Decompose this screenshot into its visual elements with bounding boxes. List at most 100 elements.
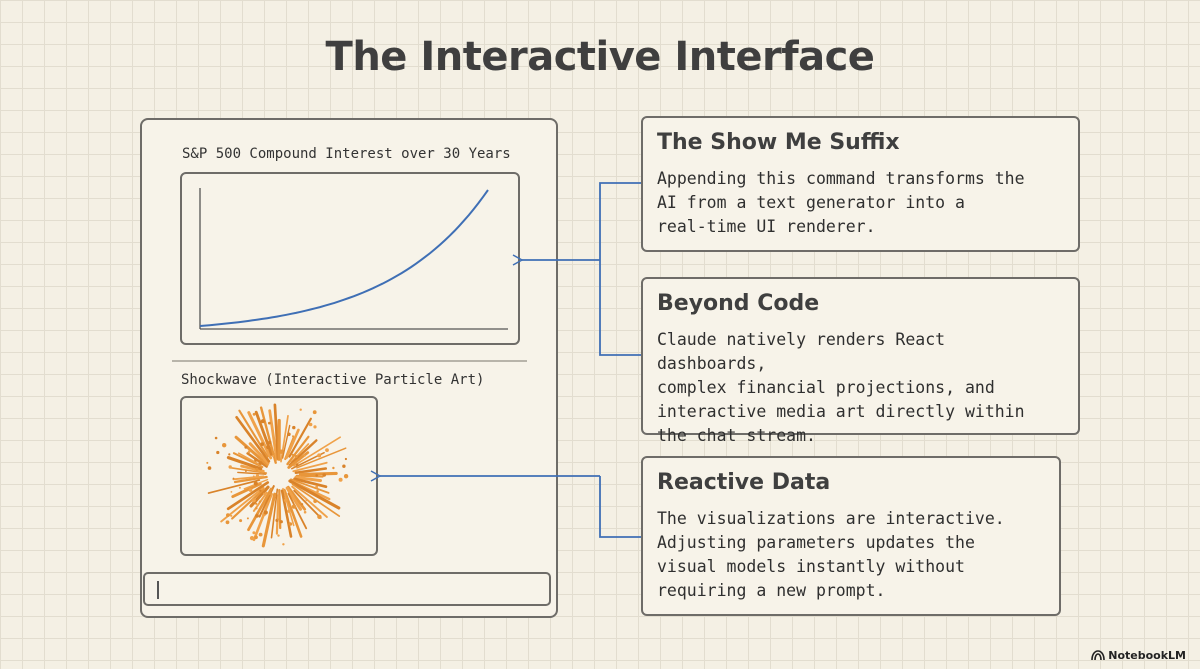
- particle-dot: [268, 440, 272, 445]
- particle-dot: [279, 449, 284, 454]
- panel-divider: [172, 360, 527, 362]
- particle-dot: [308, 422, 313, 427]
- particle-dot: [260, 419, 265, 424]
- particle-ray: [287, 492, 308, 530]
- particle-ray: [298, 471, 338, 476]
- particle-dot: [258, 500, 262, 503]
- particle-dot: [254, 535, 258, 540]
- particle-dot: [258, 532, 263, 537]
- card-heading: Reactive Data: [657, 470, 831, 495]
- particle-dot: [216, 450, 220, 455]
- particle-dot: [225, 520, 230, 525]
- particle-dot: [228, 453, 231, 456]
- connector-card2: [599, 260, 641, 356]
- particle-ray: [282, 487, 295, 527]
- particle-dot: [255, 513, 259, 518]
- particle-dot: [294, 455, 298, 458]
- particle-dot: [325, 448, 329, 452]
- particle-ray: [290, 478, 330, 494]
- particle-dot: [322, 473, 326, 477]
- card-body: Appending this command transforms the AI…: [657, 169, 1025, 236]
- particle-ray: [231, 482, 262, 499]
- particle-ray: [290, 443, 310, 464]
- particle-dot: [214, 436, 218, 440]
- particle-dot: [206, 461, 209, 464]
- particle-ray: [296, 447, 347, 469]
- particle-dot: [266, 445, 270, 449]
- card-body: The visualizations are interactive. Adju…: [657, 509, 1005, 600]
- particle-dot: [230, 514, 233, 517]
- particle-ray: [275, 494, 280, 535]
- particle-dot: [291, 504, 297, 509]
- particle-dot: [244, 445, 248, 449]
- particle-dot: [253, 481, 258, 486]
- particle-ray: [288, 417, 312, 458]
- chat-input[interactable]: [143, 572, 551, 606]
- particle-dot: [230, 491, 233, 493]
- particle-ray: [283, 488, 303, 538]
- particle-dot: [252, 531, 256, 535]
- branding[interactable]: NotebookLM: [1091, 649, 1186, 662]
- connector-card1: [599, 182, 641, 260]
- particle-ray: [249, 485, 270, 508]
- particle-dot: [299, 475, 302, 478]
- particle-ray: [288, 479, 341, 510]
- particle-dot: [232, 477, 235, 480]
- particle-ray: [233, 475, 268, 484]
- particle-dot: [277, 518, 279, 521]
- particle-ray: [232, 452, 264, 468]
- particle-ray: [270, 488, 279, 539]
- shockwave-particle-art[interactable]: [182, 398, 376, 554]
- card-reactive-data: Reactive Data The visualizations are int…: [641, 456, 1061, 616]
- particle-dot: [284, 498, 288, 503]
- particle-dot: [292, 435, 294, 438]
- particle-dot: [255, 502, 258, 505]
- particle-dot: [288, 522, 293, 526]
- card-body: Claude natively renders React dashboards…: [657, 330, 1025, 445]
- particle-dot: [277, 534, 280, 537]
- particle-dot: [287, 509, 291, 513]
- particle-dot: [252, 475, 255, 478]
- particle-dot: [312, 410, 317, 415]
- brand-name: NotebookLM: [1108, 649, 1186, 662]
- particle-dot: [228, 465, 232, 469]
- particle-ray: [288, 439, 318, 467]
- particle-dot: [249, 536, 255, 541]
- card-beyond-code: Beyond Code Claude natively renders Reac…: [641, 277, 1080, 445]
- connector-card3: [599, 476, 641, 538]
- art-label: Shockwave (Interactive Particle Art): [181, 372, 485, 388]
- particle-dot: [255, 474, 259, 478]
- particle-dot: [259, 489, 262, 492]
- notebooklm-logo-icon: [1091, 650, 1106, 661]
- particle-dot: [247, 450, 251, 453]
- particle-ray: [280, 414, 289, 463]
- particle-dot: [254, 458, 258, 462]
- particle-dot: [207, 466, 212, 470]
- particle-dot: [292, 425, 296, 430]
- particle-ray: [232, 475, 265, 481]
- particle-ray: [261, 492, 277, 548]
- particle-ray: [292, 461, 328, 473]
- particle-ray: [293, 477, 328, 489]
- series-line: [199, 189, 489, 327]
- particle-ray: [273, 403, 280, 460]
- particle-ray: [248, 442, 270, 465]
- particle-ray: [247, 411, 273, 460]
- particle-ray: [285, 428, 300, 460]
- particle-dot: [246, 517, 249, 520]
- particle-dot: [252, 412, 256, 416]
- particle-ray: [238, 409, 269, 458]
- particle-ray: [293, 489, 322, 519]
- compound-interest-chart[interactable]: [182, 174, 518, 343]
- particle-dot: [263, 492, 266, 495]
- particle-dot: [295, 463, 299, 466]
- particle-dot: [303, 454, 306, 457]
- particle-ray: [240, 464, 265, 473]
- particle-dot: [279, 520, 283, 524]
- particle-dot: [226, 513, 230, 517]
- card-heading: Beyond Code: [657, 291, 820, 316]
- particle-ray: [229, 466, 268, 474]
- particle-dot: [239, 519, 243, 523]
- particle-dot: [268, 421, 271, 425]
